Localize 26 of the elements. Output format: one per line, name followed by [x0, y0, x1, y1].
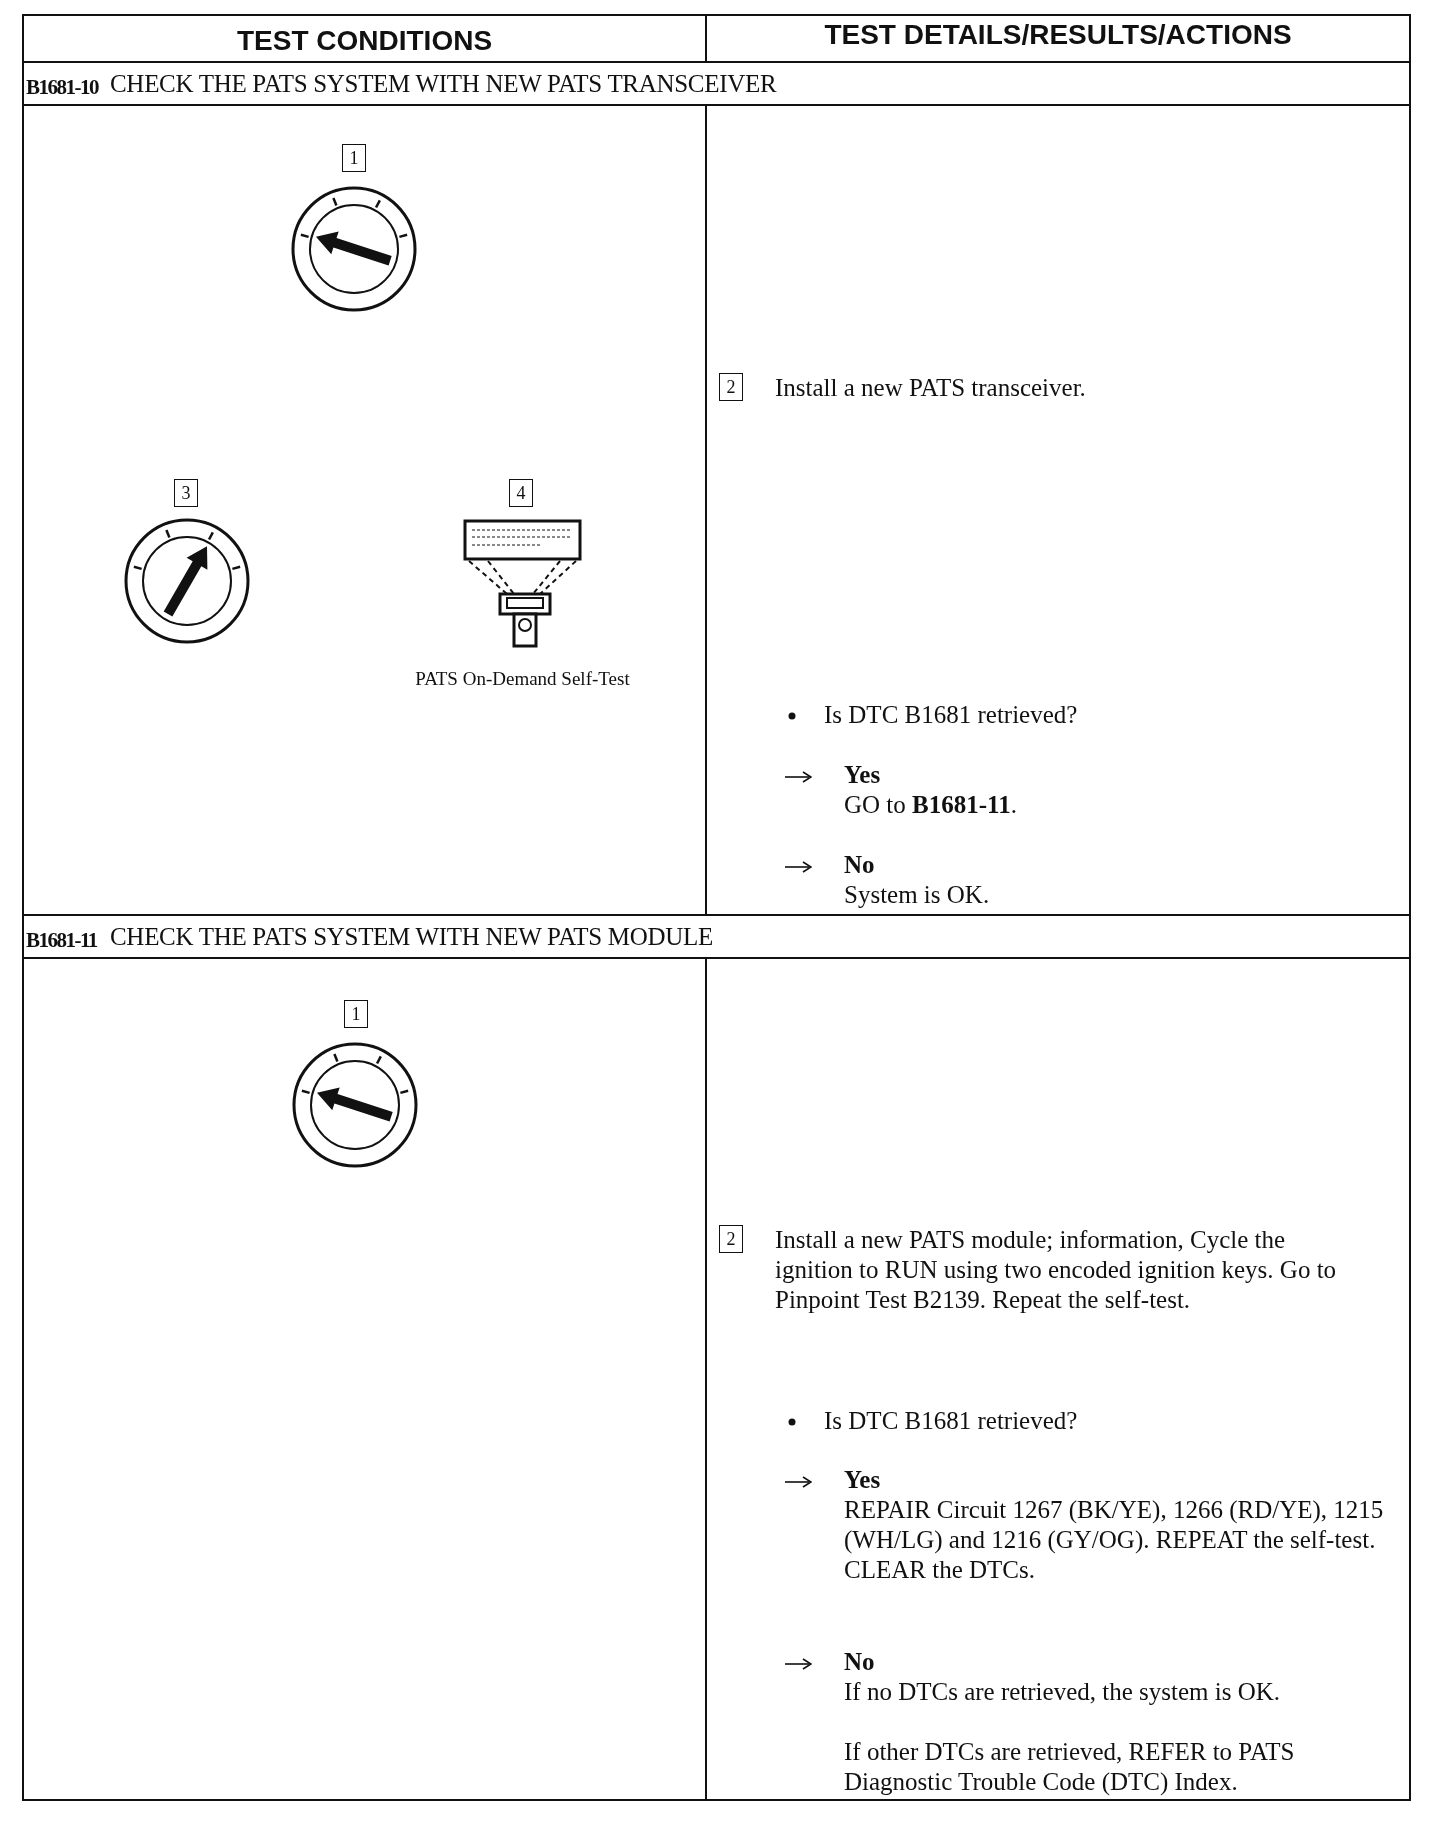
column-header: TEST CONDITIONS: [235, 24, 494, 58]
action-text: If other DTCs are retrieved, REFER to PATS Diagnostic Trouble Code (DTC) Index.: [844, 1737, 1296, 1797]
instruction-text: Install a new PATS module; information, Cycle the ignition to RUN using two encoded ignition keys. Go to Pinpoint Test B2139. Repeat the self-test.: [775, 1225, 1338, 1315]
step-title: CHECK THE PATS SYSTEM WITH NEW PATS TRANSCEIVER: [110, 69, 778, 99]
action-text: System is OK.: [844, 880, 991, 910]
figure-caption: PATS On-Demand Self-Test: [414, 667, 631, 691]
answer-heading: No: [844, 850, 876, 880]
callout-number: 1: [342, 144, 366, 172]
step-code: B1681-11: [26, 927, 99, 954]
column-header: TEST DETAILS/RESULTS/ACTIONS: [823, 18, 1293, 52]
instruction-text: Install a new PATS transceiver.: [775, 373, 1087, 403]
answer-heading: Yes: [844, 760, 882, 790]
answer-heading: Yes: [844, 1465, 882, 1495]
step-code: B1681-10: [26, 74, 100, 101]
callout-number: 2: [719, 1225, 743, 1253]
callout-number: 4: [509, 479, 533, 507]
action-text: GO to B1681-11.: [844, 790, 1018, 820]
action-text: REPAIR Circuit 1267 (BK/YE), 1266 (RD/YE), 1215 (WH/LG) and 1216 (GY/OG). REPEAT the self-test. CLEAR the DTCs.: [844, 1495, 1385, 1585]
callout-number: 1: [344, 1000, 368, 1028]
action-text: If no DTCs are retrieved, the system is OK.: [844, 1677, 1281, 1707]
callout-number: 3: [174, 479, 198, 507]
answer-heading: No: [844, 1647, 876, 1677]
callout-number: 2: [719, 373, 743, 401]
question-text: Is DTC B1681 retrieved?: [824, 1406, 1079, 1436]
step-title: CHECK THE PATS SYSTEM WITH NEW PATS MODULE: [110, 922, 714, 952]
question-text: Is DTC B1681 retrieved?: [824, 700, 1079, 730]
